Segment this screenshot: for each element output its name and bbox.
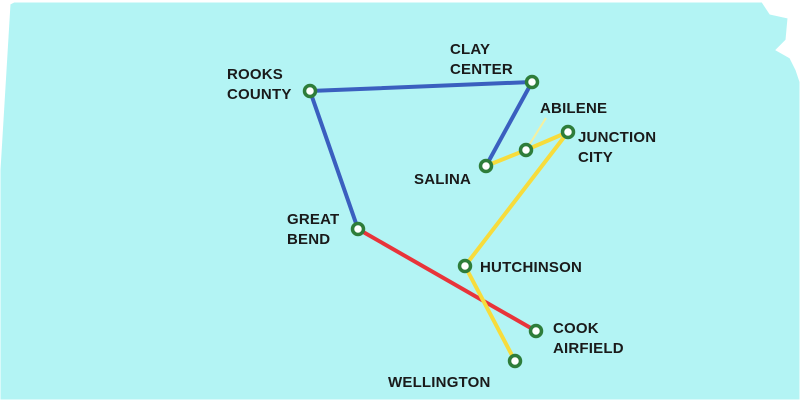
city-marker-hutchinson[interactable] bbox=[457, 258, 473, 274]
city-marker-clay-center[interactable] bbox=[524, 74, 540, 90]
city-marker-salina[interactable] bbox=[478, 158, 494, 174]
label-junction-city: JUNCTION CITY bbox=[578, 129, 657, 166]
city-marker-cook-airfield[interactable] bbox=[528, 323, 544, 339]
label-cook-airfield: COOK AIRFIELD bbox=[553, 320, 624, 357]
label-rooks-county: ROOKS COUNTY bbox=[227, 66, 292, 103]
label-hutchinson: HUTCHINSON bbox=[480, 259, 582, 276]
label-abilene: ABILENE bbox=[540, 100, 608, 117]
route-rooks-county-to-great-bend bbox=[308, 89, 360, 231]
label-salina: SALINA bbox=[414, 171, 472, 188]
route-clay-center-to-salina bbox=[484, 80, 534, 168]
route-abilene-to-junction-city bbox=[524, 130, 570, 152]
city-marker-great-bend[interactable] bbox=[350, 221, 366, 237]
label-wellington: WELLINGTON bbox=[388, 374, 491, 391]
route-rooks-county-to-clay-center bbox=[308, 80, 534, 93]
city-markers-layer bbox=[302, 74, 576, 369]
label-great-bend: GREAT BEND bbox=[287, 211, 340, 248]
route-hutchinson-to-wellington bbox=[463, 264, 517, 363]
city-marker-abilene[interactable] bbox=[518, 142, 534, 158]
route-junction-city-to-hutchinson bbox=[463, 130, 570, 268]
city-marker-rooks-county[interactable] bbox=[302, 83, 318, 99]
city-marker-junction-city[interactable] bbox=[560, 124, 576, 140]
route-great-bend-to-cook-airfield bbox=[356, 227, 538, 333]
city-marker-wellington[interactable] bbox=[507, 353, 523, 369]
label-clay-center: CLAY CENTER bbox=[450, 41, 513, 78]
